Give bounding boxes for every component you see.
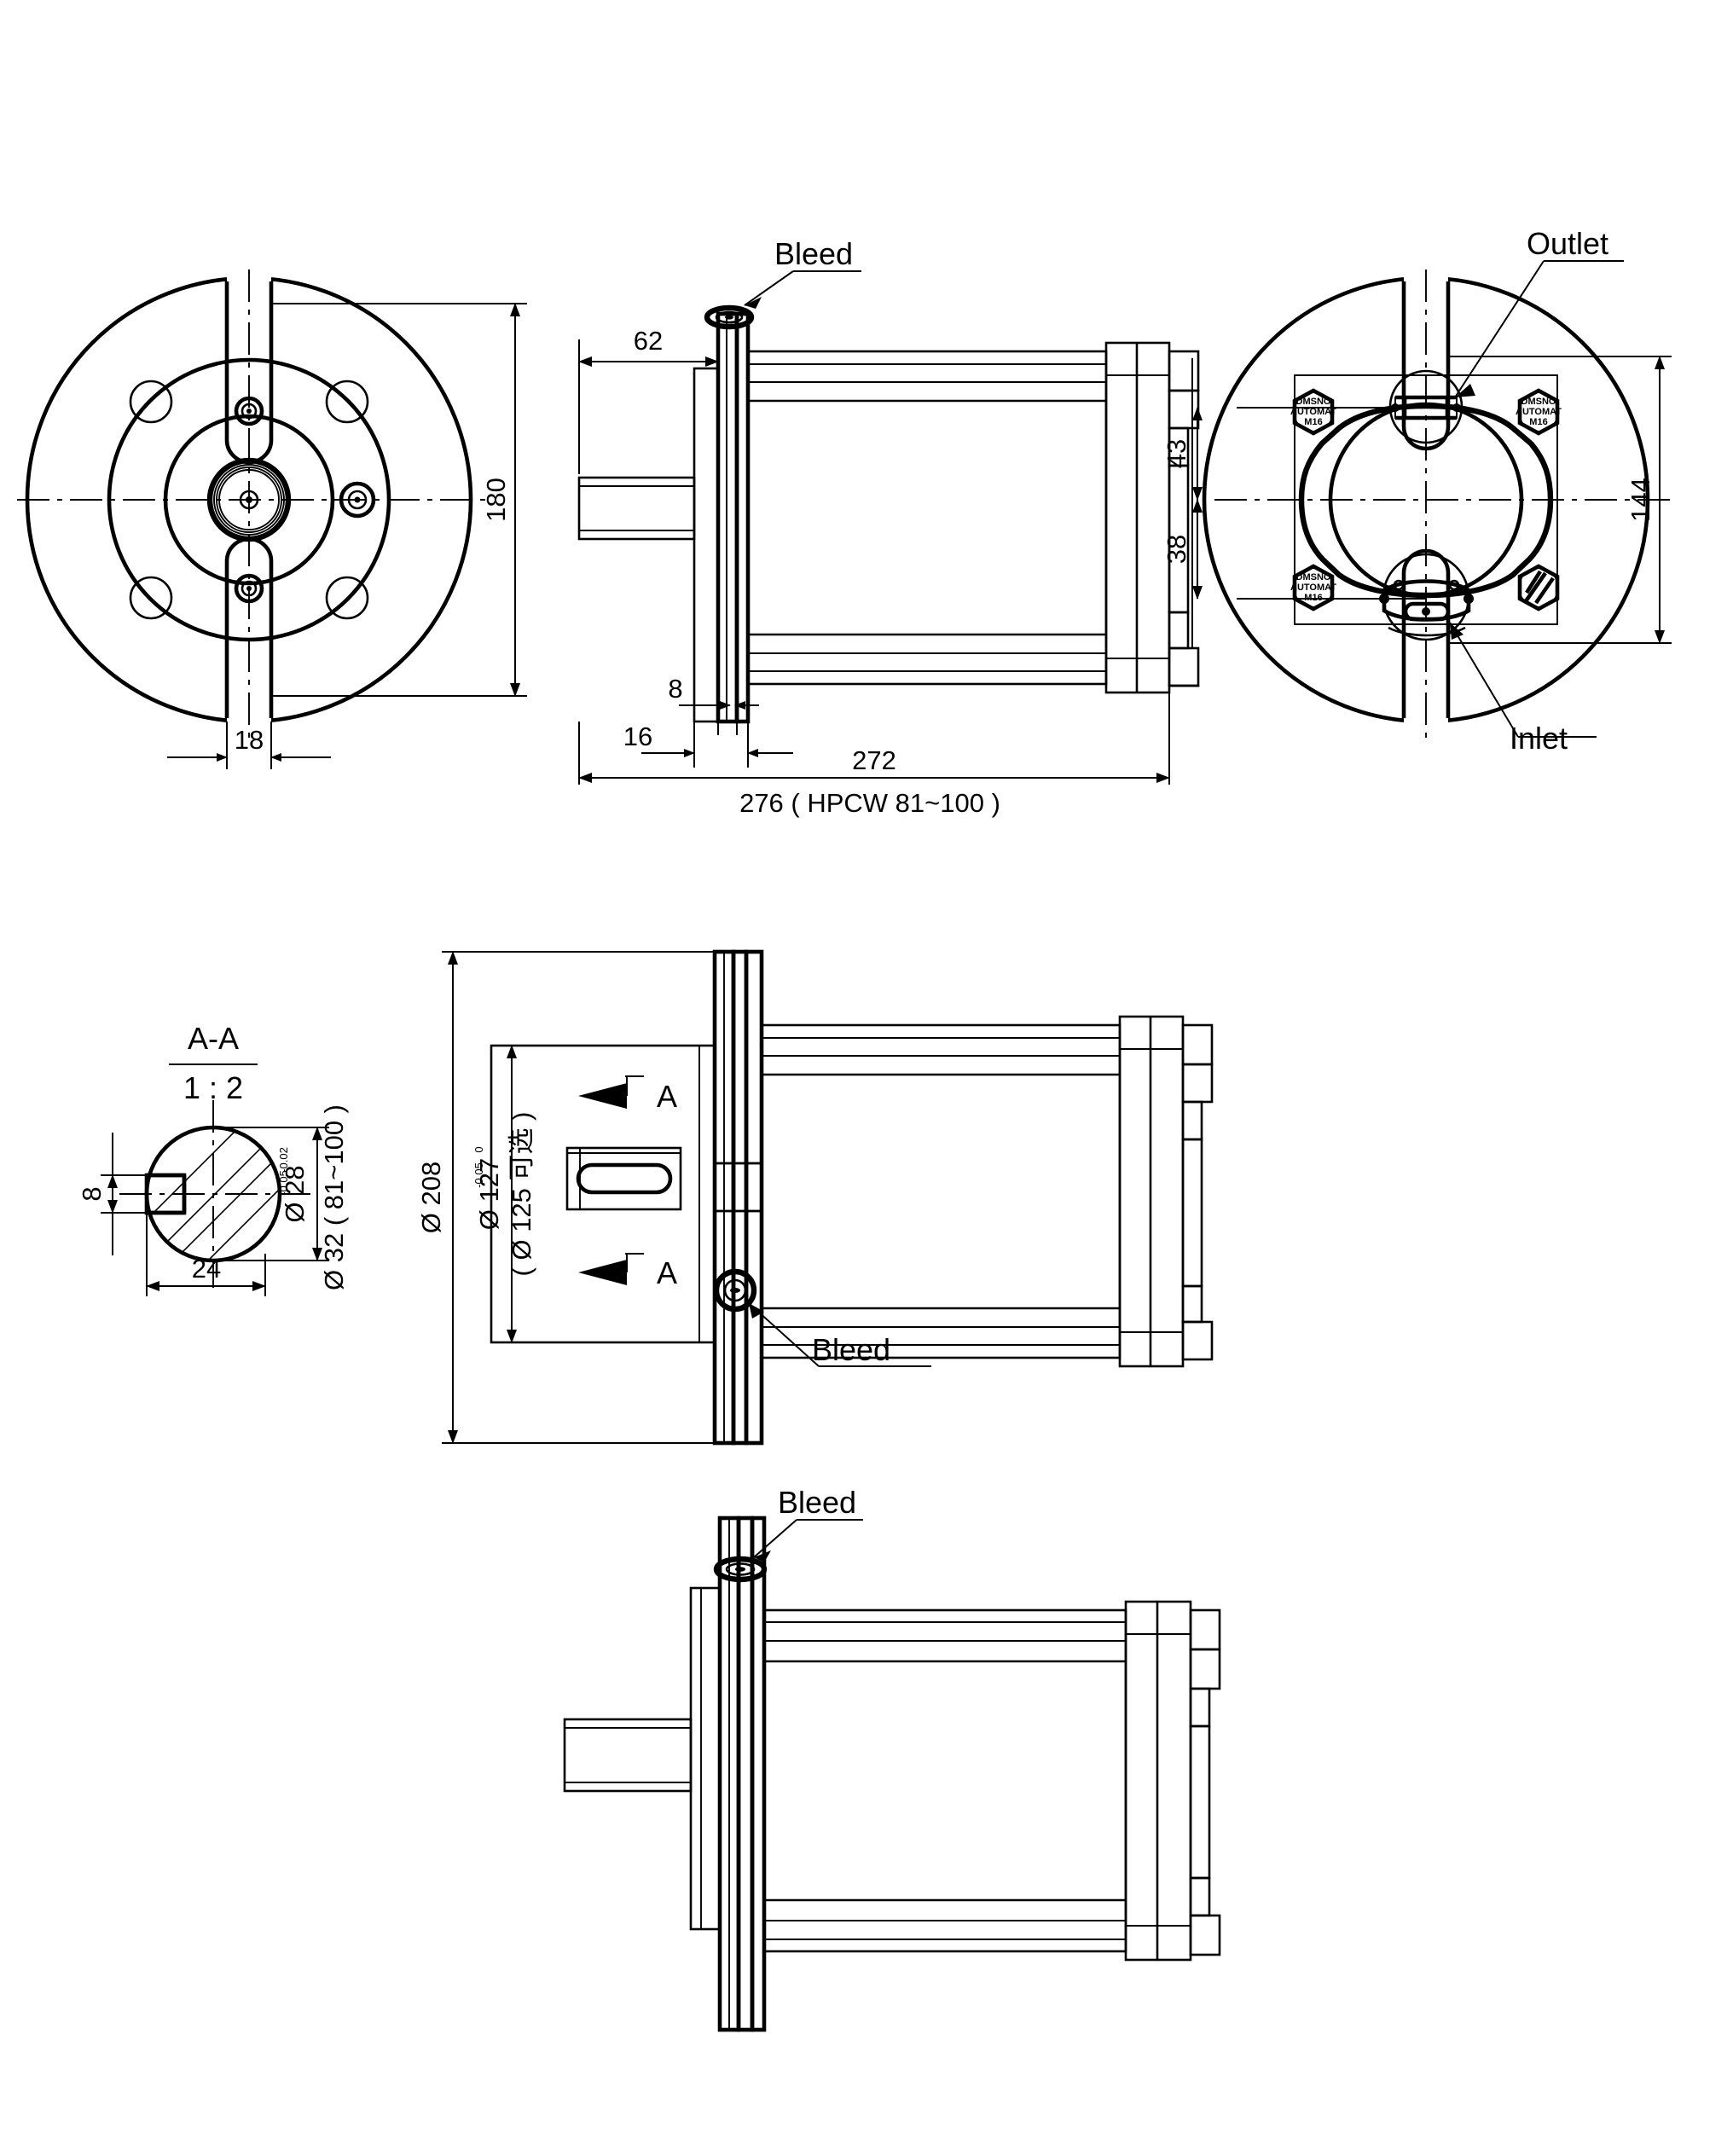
view-top-side: Bleed [577, 236, 1200, 818]
dim-label-dia125: ( Ø 125 可选 ) [507, 1112, 536, 1277]
bolt-brand-line1: DMSNO [1296, 397, 1331, 407]
bottom-port-bosses [1189, 1608, 1221, 1956]
bottom-bleed-screw [713, 1556, 768, 1583]
dim-label-18: 18 [235, 725, 264, 755]
keyway-slot [565, 1146, 682, 1211]
rear-housing [1104, 341, 1171, 694]
bleed-callout: Bleed [744, 236, 861, 309]
dimension-inlet-offset: 38 [1162, 499, 1203, 600]
dim-label-dia28: Ø 28 [280, 1165, 310, 1222]
dimension-key-height: 8 [77, 1133, 183, 1255]
dim-label-276: 276 ( HPCW 81~100 ) [739, 788, 1000, 818]
bolt-brand-line2: AUTOMAT [1290, 407, 1336, 417]
bolt-size-label: M16 [1529, 417, 1547, 427]
dimension-spigot-dia: Ø 127 0 -0.05 ( Ø 125 可选 ) [472, 1045, 715, 1343]
view-mid-side: A A [416, 949, 1214, 1446]
dim-label-43: 43 [1162, 439, 1191, 468]
dimension-shaft-length: 62 [578, 326, 719, 474]
bolt-brand-line2: AUTOMAT [1516, 407, 1562, 417]
outlet-callout: Outlet [1454, 226, 1624, 398]
bottom-drive-shaft [563, 1718, 693, 1793]
bolt-brand-line1: DMSNO [1521, 397, 1556, 407]
pump-body [746, 350, 1108, 686]
bottom-rear-housing [1124, 1600, 1192, 1962]
bolt-size-label: M16 [1304, 417, 1322, 427]
mid-port-bosses [1181, 1023, 1214, 1361]
dim-label-dia127: Ø 127 [474, 1158, 504, 1230]
view-bottom-side: Bleed [563, 1485, 1221, 2032]
dimension-body-width: 144 [1450, 356, 1672, 644]
mid-rear-housing [1118, 1015, 1185, 1368]
inlet-callout: Inlet [1449, 622, 1597, 756]
section-arrow-upper: A [578, 1075, 677, 1114]
mid-pump-body [760, 1023, 1122, 1359]
port-bosses [1168, 350, 1200, 687]
dim-label-16: 16 [623, 722, 652, 751]
bottom-bleed-callout: Bleed [753, 1485, 863, 1562]
dim-label-144: 144 [1626, 478, 1655, 522]
dimension-overall-length: 272 276 ( HPCW 81~100 ) [578, 693, 1170, 818]
dimension-flange-step: 16 [623, 722, 793, 768]
dimension-key-flat-width: 24 [146, 1214, 266, 1296]
dim-label-dia32: Ø 32 ( 81~100 ) [319, 1104, 349, 1290]
dim-label-key-8: 8 [77, 1186, 107, 1201]
mid-bleed-label: Bleed [812, 1332, 890, 1367]
hex-bolt-bl: DMSNO AUTOMAT M16 [1290, 564, 1336, 611]
mounting-hole [325, 380, 369, 424]
dim-label-dia208: Ø 208 [416, 1162, 446, 1233]
dimension-flange-thickness: 8 [668, 674, 759, 735]
tol-upper-28: -0.02 [277, 1147, 290, 1173]
dim-label-62: 62 [634, 326, 663, 356]
dim-label-38: 38 [1162, 535, 1191, 564]
dim-label-180: 180 [481, 478, 511, 522]
mounting-hole [129, 576, 173, 620]
tol-lower-28: -0.05 [277, 1170, 290, 1196]
bleed-label: Bleed [774, 236, 853, 271]
mid-bleed-screw [713, 1268, 757, 1313]
drive-shaft [577, 476, 696, 541]
mounting-flange-plate [693, 311, 751, 724]
dimension-flange-od: 180 [273, 303, 527, 697]
mounting-hole [325, 576, 369, 620]
view-front-flange: 180 18 [17, 270, 527, 769]
tol-upper-127: 0 [472, 1146, 485, 1152]
tol-lower-127: -0.05 [472, 1162, 485, 1188]
bottom-bleed-label: Bleed [778, 1485, 856, 1520]
bottom-flange-block [689, 1586, 722, 1931]
mid-bleed-callout: Bleed [748, 1302, 931, 1367]
view-section-aa: A-A 1 : 2 [77, 1021, 349, 1296]
section-scale: 1 : 2 [183, 1070, 243, 1105]
bottom-pump-body [762, 1608, 1127, 1953]
bleed-screw [704, 304, 755, 330]
dimension-shaft-diameter: Ø 28 -0.02 -0.05 Ø 32 ( 81~100 ) [222, 1104, 349, 1290]
section-mark-a-bottom: A [657, 1255, 677, 1290]
dimension-pilot-od: Ø 208 [416, 951, 713, 1444]
bolt-size-label: M16 [1304, 593, 1322, 603]
inlet-label: Inlet [1510, 721, 1568, 756]
mid-flange-bar [712, 949, 764, 1446]
dimension-outlet-offset: 43 [1162, 358, 1203, 648]
section-mark-a-top: A [657, 1079, 677, 1114]
dim-label-272: 272 [852, 745, 896, 775]
section-title: A-A [188, 1021, 239, 1056]
dim-label-8: 8 [668, 674, 682, 704]
mounting-hole [129, 380, 173, 424]
hex-bolt-tr: DMSNO AUTOMAT M16 [1516, 388, 1562, 436]
bottom-flange-bar [717, 1516, 767, 2032]
dim-label-24: 24 [192, 1254, 221, 1284]
bolt-brand-line2: AUTOMAT [1290, 582, 1336, 593]
section-arrow-lower: A [578, 1253, 677, 1290]
hex-bolt-br [1517, 564, 1560, 611]
dimension-slot-width: 18 [167, 722, 331, 769]
bolt-brand-line1: DMSNO [1296, 572, 1331, 582]
view-rear-port: DMSNO AUTOMAT M16 DMSNO AUTOMAT M16 DMSN… [1162, 226, 1672, 756]
outlet-label: Outlet [1527, 226, 1608, 261]
hex-bolt-tl: DMSNO AUTOMAT M16 [1290, 388, 1336, 436]
